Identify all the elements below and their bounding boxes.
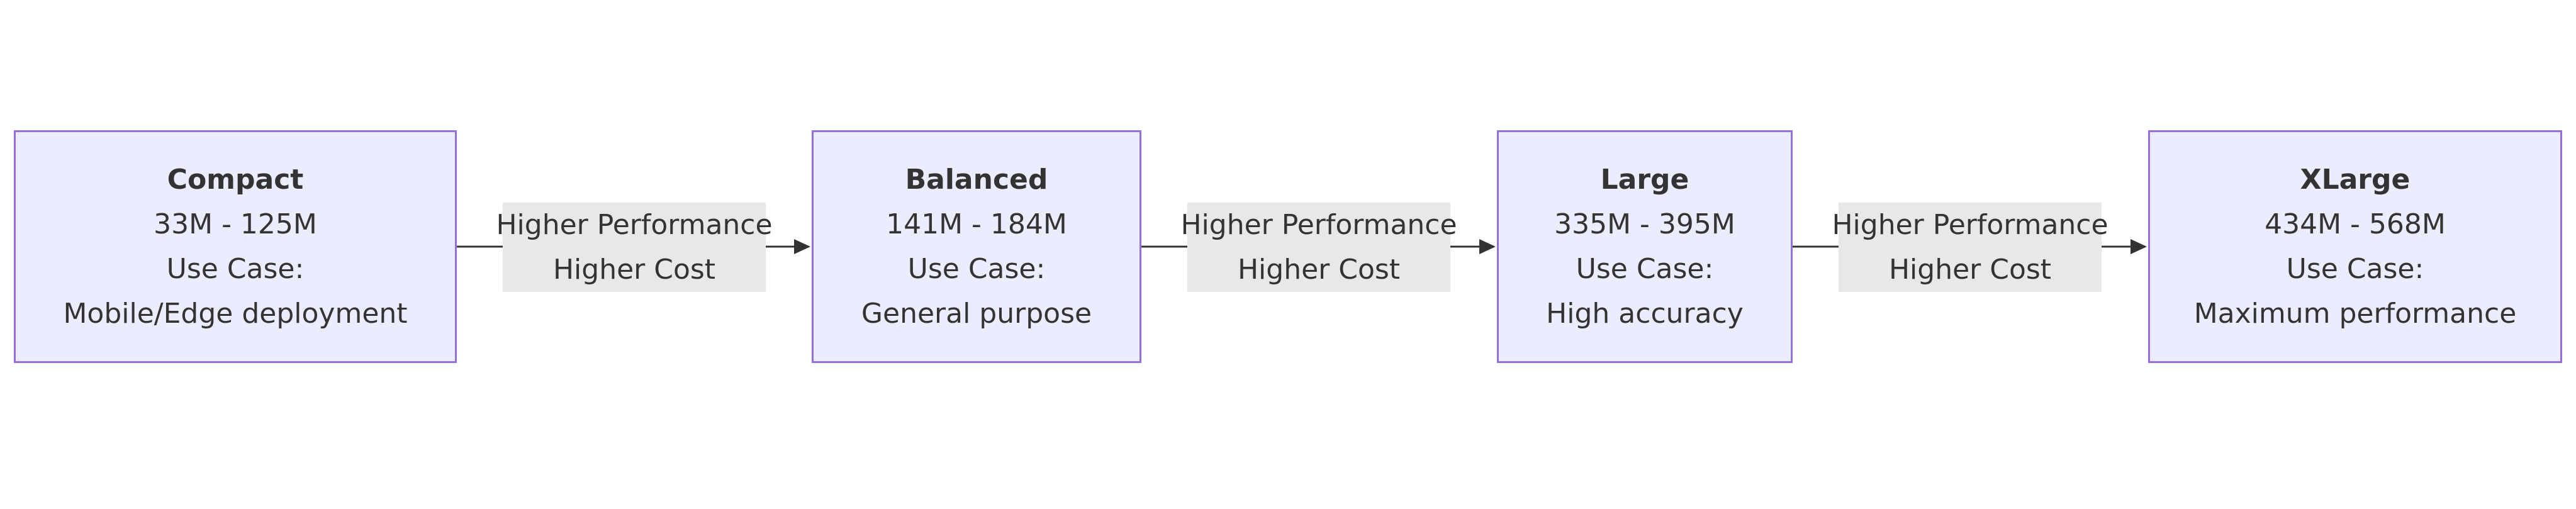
node-use-case-label: Use Case: (1576, 253, 1714, 285)
edge-1-arrowhead (794, 239, 810, 254)
node-title: Large (1600, 164, 1689, 196)
node-title: Balanced (905, 164, 1048, 196)
node-param-range: 335M - 395M (1554, 208, 1735, 240)
edge-3-label: Higher Performance Higher Cost (1832, 203, 2108, 292)
edge-label-line-1: Higher Performance (496, 209, 773, 241)
edge-label-line-1: Higher Performance (1832, 209, 2108, 241)
node-compact: Compact 33M - 125M Use Case: Mobile/Edge… (14, 130, 457, 363)
edge-1-label: Higher Performance Higher Cost (496, 203, 773, 292)
edge-label-line-2: Higher Cost (1237, 254, 1401, 286)
node-param-range: 434M - 568M (2265, 208, 2446, 240)
node-param-range: 141M - 184M (886, 208, 1067, 240)
node-use-case-label: Use Case: (2286, 253, 2424, 285)
node-use-case-label: Use Case: (907, 253, 1046, 285)
node-title: XLarge (2300, 164, 2411, 196)
node-use-case: Mobile/Edge deployment (63, 298, 408, 330)
node-large: Large 335M - 395M Use Case: High accurac… (1497, 130, 1793, 363)
node-use-case: High accuracy (1546, 298, 1744, 330)
edge-3-arrowhead (2131, 239, 2147, 254)
edge-2-arrowhead (1479, 239, 1496, 254)
node-use-case: General purpose (861, 298, 1092, 330)
edge-2-label: Higher Performance Higher Cost (1180, 203, 1457, 292)
node-balanced: Balanced 141M - 184M Use Case: General p… (812, 130, 1141, 363)
node-use-case-label: Use Case: (166, 253, 305, 285)
node-use-case: Maximum performance (2193, 298, 2517, 330)
edge-label-line-2: Higher Cost (552, 254, 716, 286)
node-title: Compact (167, 164, 304, 196)
edge-label-line-2: Higher Cost (1888, 254, 2052, 286)
node-xlarge: XLarge 434M - 568M Use Case: Maximum per… (2148, 130, 2562, 363)
node-param-range: 33M - 125M (154, 208, 317, 240)
edge-label-line-1: Higher Performance (1180, 209, 1457, 241)
